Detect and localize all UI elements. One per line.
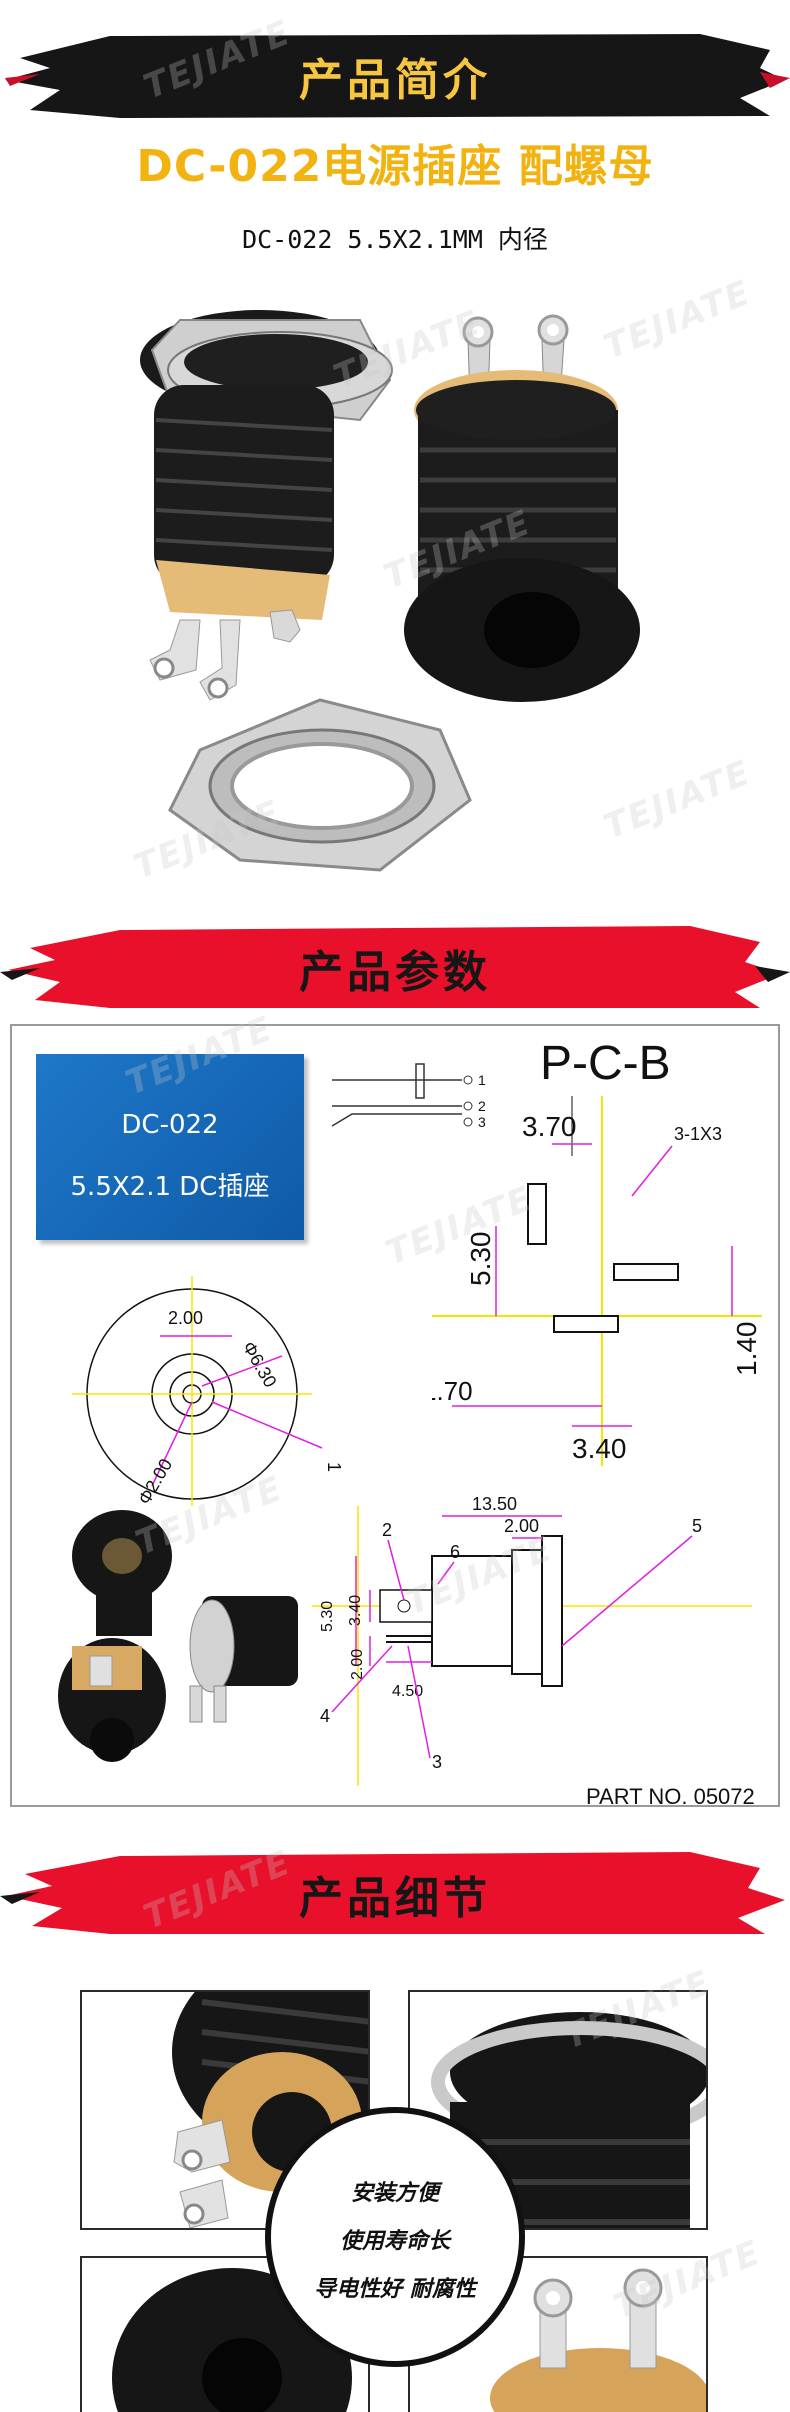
dim-170: 1.70 <box>432 1376 473 1406</box>
feature-item: 导电性好 耐腐性 <box>314 2277 476 2302</box>
model-box-line2: 5.5X2.1 DC插座 <box>70 1172 270 1202</box>
dim-200-top: 2.00 <box>168 1308 203 1328</box>
params-banner-title: 产品参数 <box>299 947 491 998</box>
pin-label: 1 <box>478 1072 486 1088</box>
part-number: PART NO. 05072 <box>586 1784 755 1809</box>
side-callout: 6 <box>450 1542 460 1562</box>
side-dim-1350: 13.50 <box>472 1496 517 1514</box>
product-photo <box>140 310 640 872</box>
pcb-layout-drawing: 3.70 3-1X3 5.30 1.40 1.70 3.40 <box>432 1096 762 1466</box>
intro-banner-title: 产品简介 <box>299 55 491 106</box>
jack-left-image <box>140 310 393 701</box>
side-view-drawing: 13.50 2.00 5.30 3.40 2.00 4.50 2 6 5 4 3 <box>312 1496 752 1786</box>
detail-banner: 产品细节 <box>0 1844 790 1940</box>
dim-370: 3.70 <box>522 1111 577 1142</box>
side-dim-530: 5.30 <box>319 1601 336 1632</box>
pin-schematic: 1 2 3 <box>331 1063 486 1130</box>
side-dim-340: 3.40 <box>347 1595 364 1626</box>
product-title: DC-022电源插座 配螺母 <box>136 141 654 192</box>
side-callout: 4 <box>320 1706 330 1726</box>
brush-stroke-dark <box>5 34 790 118</box>
callout-1: 1 <box>324 1462 344 1472</box>
pin-label: 2 <box>478 1098 486 1114</box>
jack-right-image <box>404 314 640 702</box>
model-box: DC-022 5.5X2.1 DC插座 <box>36 1054 304 1240</box>
feature-item: 安装方便 <box>350 2181 439 2206</box>
side-dim-200: 2.00 <box>504 1516 539 1536</box>
brush-stroke-red <box>0 1852 785 1934</box>
side-callout: 2 <box>382 1520 392 1540</box>
pcb-title: P-C-B <box>540 1037 671 1090</box>
feature-circle: 安装方便 使用寿命长 导电性好 耐腐性 <box>265 2107 525 2367</box>
dim-340: 3.40 <box>572 1433 627 1464</box>
feature-item: 使用寿命长 <box>339 2229 450 2254</box>
dim-hole-spec: 3-1X3 <box>674 1124 722 1144</box>
product-subtitle: DC-022 5.5X2.1MM 内径 <box>242 225 548 254</box>
front-view-drawing: 2.00 Φ6.30 Φ2.00 1 <box>72 1276 344 1508</box>
params-banner: 产品参数 <box>0 918 790 1014</box>
brush-stroke-red <box>0 926 790 1008</box>
detail-banner-title: 产品细节 <box>299 1873 491 1924</box>
dim-530: 5.30 <box>465 1232 496 1287</box>
hex-nut-image <box>168 698 472 872</box>
small-product-photos <box>58 1510 298 1762</box>
spec-panel: DC-022 5.5X2.1 DC插座 P-C-B 1 2 3 3.70 3-1… <box>10 1008 780 1809</box>
model-box-line1: DC-022 <box>121 1110 219 1140</box>
intro-banner: 产品简介 <box>0 28 790 124</box>
side-dim-200-left: 2.00 <box>349 1649 366 1680</box>
dim-140: 1.40 <box>731 1322 762 1377</box>
pin-label: 3 <box>478 1114 486 1130</box>
side-callout: 5 <box>692 1516 702 1536</box>
side-callout: 3 <box>432 1752 442 1772</box>
